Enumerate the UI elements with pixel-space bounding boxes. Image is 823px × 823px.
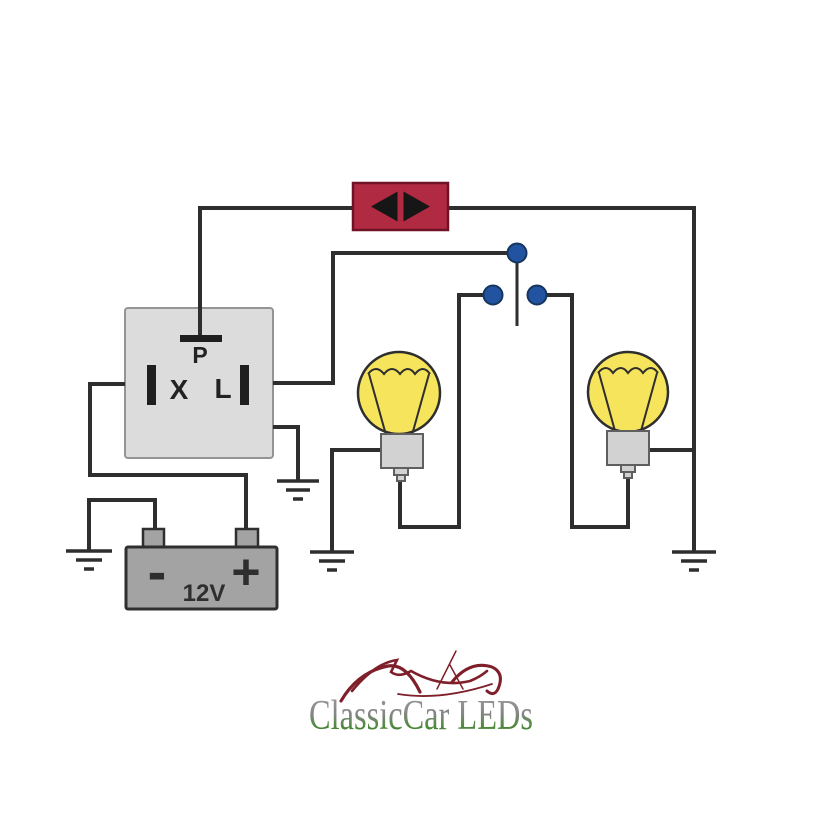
ground-symbol-left-bulb	[310, 550, 354, 572]
left-bulb-pin	[396, 474, 406, 482]
ground-symbol-relay	[277, 479, 319, 501]
turn-indicator	[351, 181, 450, 232]
switch-common-contact	[506, 242, 528, 264]
car-rear-fender	[450, 663, 502, 696]
right-bulb-glass	[586, 350, 670, 434]
car-front-fender	[339, 664, 422, 703]
wire-indicator-to-right-ground	[448, 206, 696, 551]
relay-terminals: P X L	[147, 335, 249, 405]
relay-x-label: X	[170, 374, 189, 405]
right-bulb-filament-top	[597, 367, 659, 375]
car-underbody-line	[397, 683, 493, 697]
left-bulb-tab	[393, 467, 409, 476]
right-arrow-icon	[403, 191, 430, 222]
left-bulb	[356, 350, 442, 482]
battery-plus-label: +	[231, 544, 260, 600]
battery-labels: - + 12V	[148, 540, 261, 608]
turn-signal-switch	[482, 242, 548, 326]
car-windshield	[436, 650, 464, 690]
car-hood-body-line	[350, 658, 489, 693]
wire-relay-x-to-battery-positive	[88, 382, 248, 530]
ground-symbol-battery	[66, 549, 112, 571]
switch-left-contact	[482, 284, 504, 306]
relay-terminal-l-bar	[240, 365, 249, 405]
wire-left-bulb-base-to-ground	[330, 448, 380, 552]
relay-terminal-x-bar	[147, 365, 156, 405]
right-bulb-pin	[623, 471, 633, 479]
left-bulb-glass	[356, 350, 442, 436]
battery	[124, 527, 279, 611]
right-bulb-socket	[606, 430, 650, 466]
wire-indicator-to-relay-p	[198, 206, 353, 338]
left-bulb-filament-top	[367, 368, 431, 376]
battery-voltage-label: 12V	[183, 580, 226, 607]
relay-l-label: L	[214, 373, 231, 404]
left-bulb-socket	[380, 433, 424, 469]
wire-battery-negative-to-ground	[87, 498, 157, 551]
wire-relay-to-ground	[273, 425, 300, 481]
relay-terminal-p-bar	[180, 335, 222, 342]
right-bulb	[586, 350, 670, 479]
battery-minus-label: -	[148, 540, 167, 603]
relay-p-label: P	[192, 342, 207, 368]
switch-right-contact	[526, 284, 548, 306]
left-arrow-icon	[371, 191, 398, 222]
indicator-box	[351, 181, 450, 232]
right-bulb-tab	[620, 464, 636, 473]
logo-wordmark: ClassicCar LEDs	[309, 693, 533, 739]
wire-switch-right-to-right-bulb	[545, 293, 630, 529]
car-sketch	[339, 650, 502, 703]
battery-body	[124, 545, 279, 611]
classiccar-leds-logo: ClassicCar LEDs	[309, 650, 533, 739]
wire-switch-left-to-left-bulb	[398, 293, 484, 529]
right-bulb-filament-sides	[598, 372, 658, 432]
left-bulb-filament-sides	[368, 373, 430, 436]
wire-relay-l-to-switch	[273, 251, 512, 385]
ground-symbol-right	[672, 550, 716, 572]
wires	[87, 206, 696, 552]
